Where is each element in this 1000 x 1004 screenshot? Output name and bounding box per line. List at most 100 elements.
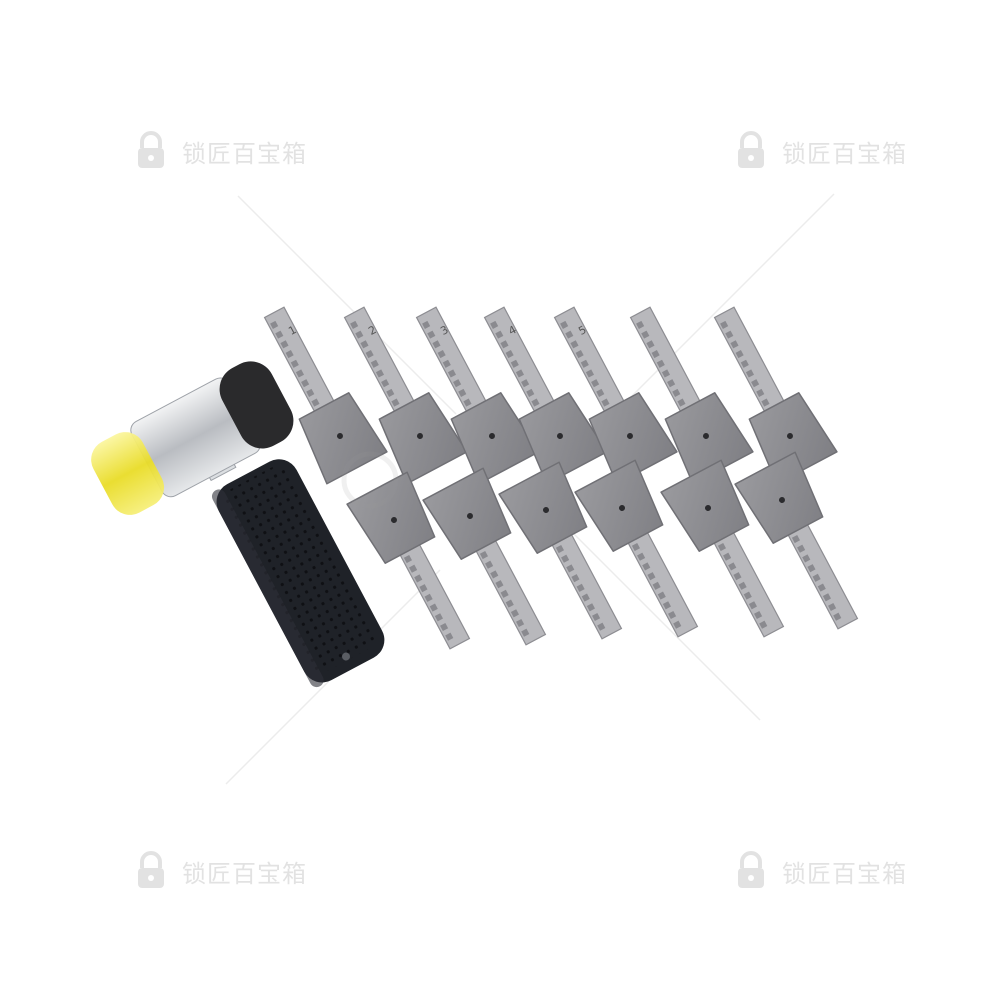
key-hole — [489, 433, 495, 439]
key-bow — [346, 471, 436, 564]
rubber-mallet — [91, 361, 385, 688]
key-cut — [759, 620, 768, 629]
key-cut — [510, 609, 519, 618]
key-cut — [432, 340, 441, 349]
key-cut — [270, 320, 279, 329]
key-cut — [442, 359, 451, 368]
key-cut — [437, 349, 446, 359]
key-cut — [403, 554, 413, 564]
key-cut — [370, 359, 379, 368]
key-cut — [833, 612, 842, 621]
key-cut — [748, 601, 757, 610]
key-hole — [543, 507, 549, 513]
key-cut — [419, 584, 428, 593]
key-bow — [422, 467, 512, 560]
key-cut — [720, 320, 729, 329]
key-cut — [566, 564, 575, 573]
key-cut — [743, 591, 752, 600]
key-hole — [703, 433, 709, 439]
key-cut — [409, 564, 418, 573]
key-cut — [429, 603, 438, 612]
key-cut — [662, 601, 671, 610]
key-cut — [306, 388, 315, 397]
key-hole — [417, 433, 423, 439]
watermark-top-right: 锁匠百宝箱 — [728, 128, 907, 174]
key-cut — [668, 610, 677, 620]
key-cut — [490, 320, 499, 329]
watermark-text: 锁匠百宝箱 — [182, 859, 307, 888]
key-cut — [360, 340, 369, 349]
key-cut — [651, 349, 660, 359]
key-hole — [619, 505, 625, 511]
key-cut — [295, 369, 305, 378]
key-cut — [447, 369, 457, 378]
key-cut — [453, 379, 462, 388]
key-cut — [575, 349, 584, 359]
key-cut — [500, 340, 509, 349]
key-cut — [738, 581, 747, 590]
key-cut — [516, 618, 525, 628]
key-bow — [734, 451, 824, 544]
key-bow — [588, 392, 678, 485]
key-cut — [733, 572, 742, 581]
watermark-text: 锁匠百宝箱 — [182, 139, 307, 168]
key-cut — [677, 398, 686, 407]
key-cut — [381, 379, 390, 388]
key-hole — [557, 433, 563, 439]
key-bow — [660, 459, 750, 552]
mallet-head — [91, 361, 294, 515]
key-cut — [586, 603, 595, 612]
key-cut — [740, 359, 749, 368]
key-cut — [754, 610, 763, 620]
key-cut — [661, 369, 671, 378]
key-cut — [636, 320, 645, 329]
key-cut — [521, 628, 530, 637]
key-cut — [565, 330, 574, 339]
key-cut — [597, 622, 606, 631]
key-cut — [427, 330, 436, 339]
key-cut — [505, 599, 514, 608]
bump-key — [346, 471, 471, 650]
key-cut — [391, 398, 400, 407]
lock-logo-icon — [138, 131, 164, 168]
key-hole — [337, 433, 343, 439]
key-cut — [531, 398, 540, 407]
key-cut — [641, 330, 650, 339]
key-cut — [301, 379, 310, 388]
key-cut — [591, 379, 600, 388]
key-cut — [275, 330, 284, 339]
key-cut — [311, 398, 320, 407]
key-cut — [355, 330, 364, 339]
key-cut — [422, 320, 431, 329]
key-cut — [601, 398, 610, 407]
key-cut — [723, 552, 732, 561]
key-cut — [756, 388, 765, 397]
key-cut — [797, 544, 806, 553]
bump-key — [422, 467, 547, 646]
key-hole — [467, 513, 473, 519]
bump-key — [574, 459, 699, 638]
key-cut — [521, 379, 530, 388]
key-cut — [526, 388, 535, 397]
key-cut — [652, 581, 661, 590]
key-cut — [434, 613, 443, 622]
lock-logo-icon — [738, 851, 764, 888]
key-cut — [424, 593, 433, 602]
key-cut — [386, 388, 395, 397]
key-cut — [673, 620, 682, 629]
key-cut — [515, 369, 525, 378]
watermark-bottom-left: 锁匠百宝箱 — [128, 848, 307, 894]
bump-key — [498, 461, 623, 640]
key-cut — [828, 602, 837, 612]
key-cut — [571, 574, 580, 583]
key-cut — [495, 330, 504, 339]
key-cut — [365, 349, 374, 359]
key-cut — [791, 534, 801, 544]
watermark-text: 锁匠百宝箱 — [782, 139, 907, 168]
key-bow — [498, 461, 588, 554]
bump-keys-bottom-row — [346, 451, 859, 650]
key-cut — [656, 359, 665, 368]
key-hole — [391, 517, 397, 523]
